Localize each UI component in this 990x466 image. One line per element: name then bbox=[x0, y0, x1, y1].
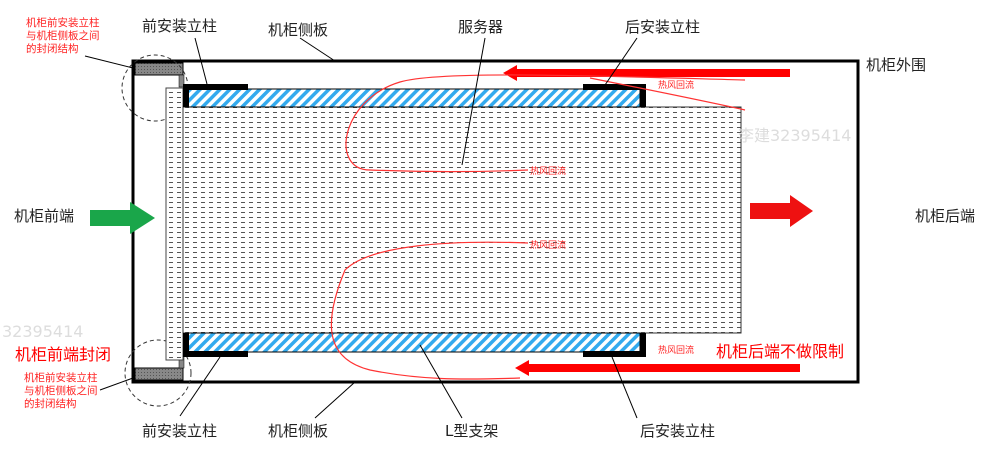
front-post-label-top: 前安装立柱 bbox=[142, 17, 218, 35]
rear-post-label-top: 后安装立柱 bbox=[625, 18, 701, 36]
seal-note-bottom: 机柜前安装立柱 与机柜侧板之间 的封闭结构 bbox=[24, 372, 98, 410]
hot-air-label: 热风回流 bbox=[530, 167, 567, 177]
hot-air-label: 热风回流 bbox=[658, 81, 695, 91]
server-body bbox=[182, 106, 742, 334]
side-panel-label-bottom: 机柜侧板 bbox=[268, 422, 329, 440]
hot-air-label: 热风回流 bbox=[530, 241, 567, 251]
seal-callout-circle-bottom bbox=[124, 339, 192, 407]
cabinet-front-label: 机柜前端 bbox=[14, 207, 75, 225]
hot-air-return-arrow-bottom bbox=[528, 364, 800, 372]
hot-air-label: 热风回流 bbox=[658, 346, 695, 356]
exhaust-arrow bbox=[750, 195, 813, 227]
intake-arrow bbox=[90, 202, 155, 234]
cabinet-rear-label: 机柜后端 bbox=[915, 207, 976, 225]
rear-post-label-bottom: 后安装立柱 bbox=[640, 422, 716, 440]
watermark: 32395414 bbox=[2, 322, 84, 341]
hot-air-return-arrow-top bbox=[515, 69, 790, 77]
side-panel-label-top: 机柜侧板 bbox=[268, 21, 329, 39]
seal-note-top: 机柜前安装立柱 与机柜侧板之间 的封闭结构 bbox=[26, 17, 100, 55]
l-bracket-top bbox=[186, 88, 641, 108]
l-bracket-bottom bbox=[186, 332, 641, 353]
seal-top bbox=[134, 62, 185, 88]
leader-lines bbox=[84, 37, 638, 419]
front-panel bbox=[165, 87, 184, 361]
front-post-label-bottom: 前安装立柱 bbox=[142, 422, 218, 440]
cabinet-perimeter-label: 机柜外围 bbox=[866, 56, 927, 74]
seal-bottom bbox=[134, 355, 185, 381]
server-label: 服务器 bbox=[458, 18, 504, 36]
mounting-posts bbox=[183, 84, 646, 357]
l-bracket-label: L型支架 bbox=[445, 422, 499, 440]
front-closed-label: 机柜前端封闭 bbox=[15, 345, 112, 364]
hot-air-curves bbox=[330, 74, 746, 380]
watermark: 李建32395414 bbox=[738, 126, 852, 145]
rear-unrestricted-label: 机柜后端不做限制 bbox=[716, 342, 845, 361]
